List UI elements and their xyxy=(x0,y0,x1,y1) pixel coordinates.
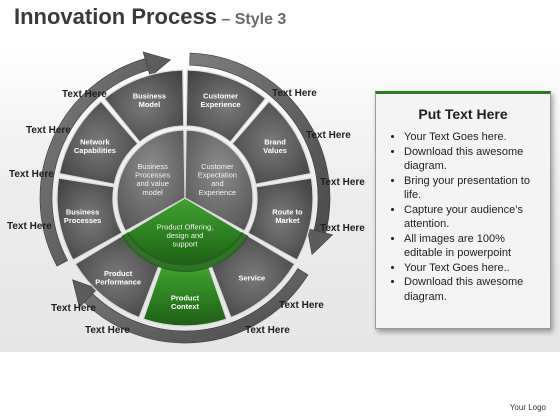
outer-text-label: Text Here xyxy=(245,325,290,336)
panel-bullet: Download this awesome diagram. xyxy=(404,275,542,304)
panel-title: Put Text Here xyxy=(418,106,508,122)
green-highlight-band xyxy=(121,231,249,272)
seg-business-model xyxy=(103,69,185,143)
outer-text-label: Text Here xyxy=(306,130,351,141)
inner-business-processes xyxy=(116,129,186,232)
outer-text-label: Text Here xyxy=(85,325,130,336)
outer-text-label: Text Here xyxy=(51,303,96,314)
inner-core-sectors xyxy=(116,129,254,272)
seg-service-label: Service xyxy=(238,273,265,282)
outer-text-label: Text Here xyxy=(7,221,52,232)
outer-text-label: Text Here xyxy=(26,125,71,136)
logo-text: Your Logo xyxy=(509,403,546,412)
outer-text-label: Text Here xyxy=(9,169,54,180)
slide-title: Innovation Process – Style 3 xyxy=(14,4,286,30)
inner-customer-expectation xyxy=(184,129,254,232)
ring-arrowhead-icon xyxy=(72,279,99,308)
outer-text-label: Text Here xyxy=(320,177,365,188)
panel-bullet: Bring your presentation to life. xyxy=(404,174,542,203)
panel-bullet: Capture your audience’s attention. xyxy=(404,203,542,232)
seg-customer-experience xyxy=(185,69,267,143)
outer-text-label: Text Here xyxy=(272,88,317,99)
outer-text-label: Text Here xyxy=(320,223,365,234)
panel-bullet-list: Your Text Goes here. Download this aweso… xyxy=(376,130,550,304)
panel-bullet: Download this awesome diagram. xyxy=(404,145,542,174)
ring-arrowhead-icon xyxy=(142,51,172,78)
seg-route-to-market xyxy=(247,177,314,261)
outer-text-label: Text Here xyxy=(62,89,107,100)
panel-bullet: Your Text Goes here. xyxy=(404,130,542,145)
seg-network-capabilities xyxy=(58,100,139,185)
background-floor xyxy=(0,352,560,420)
text-panel: Put Text Here Your Text Goes here. Downl… xyxy=(375,91,551,329)
title-style: – Style 3 xyxy=(216,11,287,28)
ring-arrowhead-icon xyxy=(306,228,334,256)
seg-brand-values xyxy=(231,100,312,185)
seg-business-processes xyxy=(56,177,123,261)
outer-ring-arrows xyxy=(39,51,334,344)
middle-ring-segments xyxy=(56,69,314,327)
title-main: Innovation Process xyxy=(14,4,217,29)
panel-bullet: All images are 100% editable in powerpoi… xyxy=(404,232,542,261)
outer-text-label: Text Here xyxy=(279,300,324,311)
panel-bullet: Your Text Goes here.. xyxy=(404,261,542,276)
